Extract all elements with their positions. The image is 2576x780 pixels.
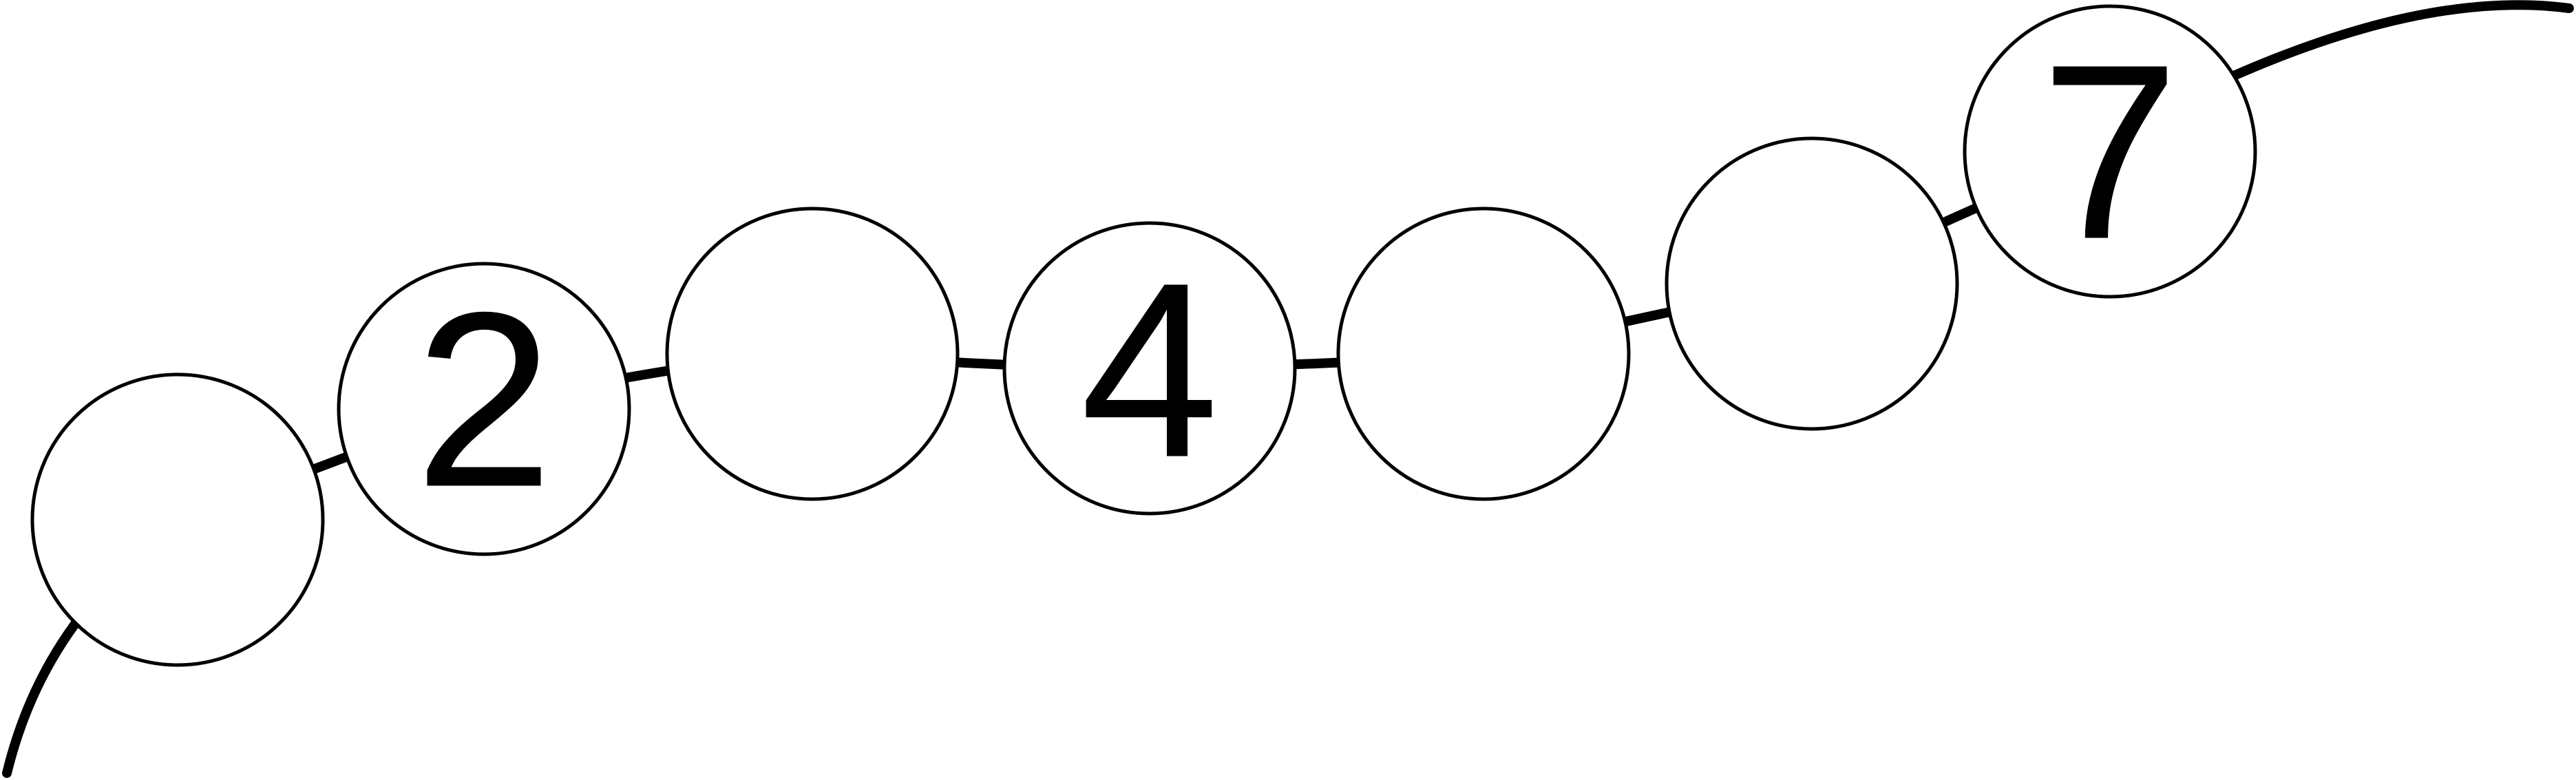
bead-circle [337,262,631,556]
bead-label: 4 [1080,231,1218,509]
bead-6 [1665,136,1959,431]
bead-2: 2 [337,260,631,556]
string-left-tail [2,618,81,778]
bead-circle [1963,4,2257,299]
bead-1 [30,372,325,667]
bead-4: 4 [1002,221,1297,516]
bead-3 [665,207,960,501]
bead-circle [1002,221,1297,516]
bead-circle [1336,207,1631,501]
bead-label: 7 [2040,12,2179,291]
bead-5 [1336,207,1631,501]
bead-label: 2 [414,260,553,539]
bead-7: 7 [1963,4,2257,299]
bead-circle [1665,136,1959,431]
bead-circle [30,372,325,667]
bead-circle [665,207,960,501]
string-right-tail [2229,0,2574,81]
